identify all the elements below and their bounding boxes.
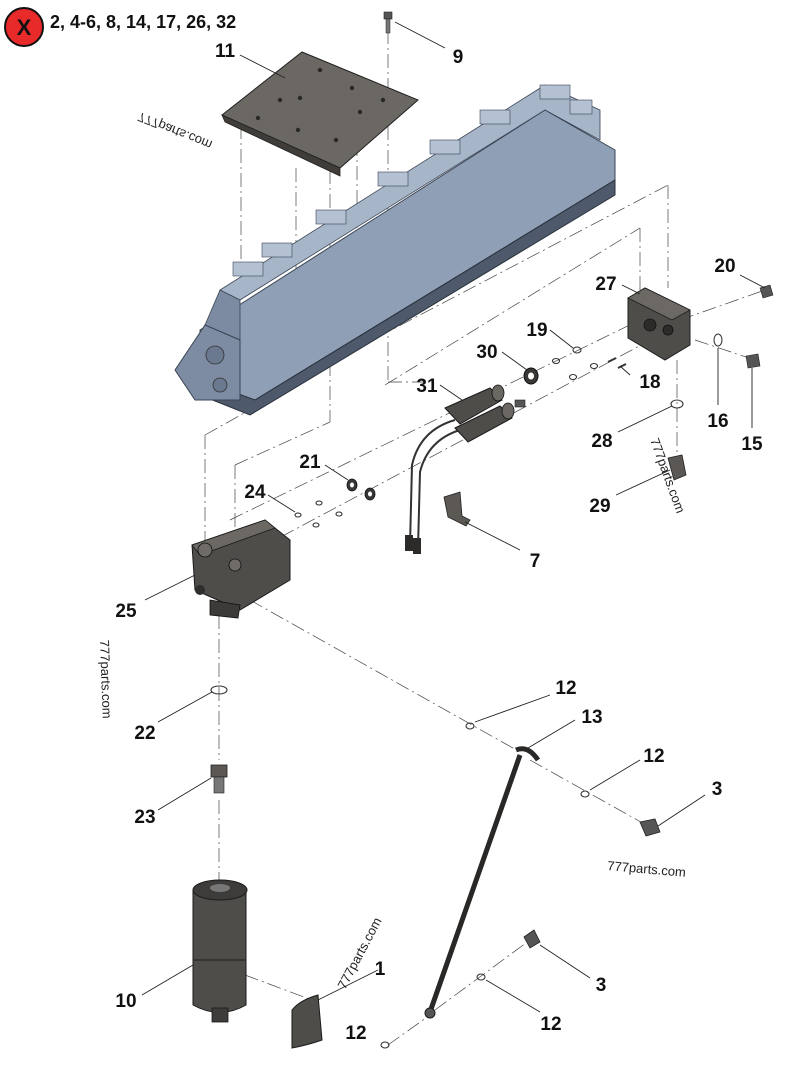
sensor-23[interactable] xyxy=(210,764,228,794)
tube-13[interactable] xyxy=(424,746,541,1019)
bracket-7[interactable] xyxy=(443,491,471,527)
watermark-2: 777parts.com xyxy=(97,640,115,719)
filter-head-25[interactable] xyxy=(191,519,291,619)
badge-symbol: X xyxy=(17,15,32,40)
callout-10: 10 xyxy=(115,991,136,1012)
callout-18: 18 xyxy=(639,372,660,393)
injector-assembly-31[interactable] xyxy=(405,384,526,554)
callout-numbers: 9 11 20 27 19 30 31 18 16 15 28 29 21 24… xyxy=(115,41,763,1044)
bolt-3-upper[interactable] xyxy=(639,818,661,837)
callout-25: 25 xyxy=(115,601,137,622)
bolt-3-lower[interactable] xyxy=(523,929,541,949)
callout-3a: 3 xyxy=(712,779,723,800)
bolt-20[interactable] xyxy=(759,284,774,299)
cover-plate-11[interactable] xyxy=(221,51,419,177)
shield-1[interactable] xyxy=(291,994,323,1049)
bolt-9[interactable] xyxy=(383,11,393,34)
callout-12a: 12 xyxy=(555,678,576,699)
washer-30[interactable] xyxy=(523,367,539,385)
callout-30: 30 xyxy=(476,342,497,363)
block-27[interactable] xyxy=(627,287,691,361)
callout-12c: 12 xyxy=(540,1014,561,1035)
callout-3b: 3 xyxy=(596,975,607,996)
o-ring-16 xyxy=(713,333,723,347)
callout-31: 31 xyxy=(416,376,438,397)
o-ring-12b xyxy=(580,790,590,798)
callout-1: 1 xyxy=(375,959,386,980)
callout-24: 24 xyxy=(244,482,266,503)
washers-21[interactable] xyxy=(346,478,376,501)
leader-lines xyxy=(141,21,766,1013)
o-ring-12a xyxy=(465,722,475,730)
not-serviced-badge: X xyxy=(4,7,44,47)
not-serviced-parts-list: 2, 4-6, 8, 14, 17, 26, 32 xyxy=(50,12,236,32)
callout-9: 9 xyxy=(453,47,464,68)
o-ring-12c xyxy=(476,973,486,981)
callout-11: 11 xyxy=(215,41,236,62)
callout-22: 22 xyxy=(134,723,155,744)
fitting-29[interactable] xyxy=(667,454,687,481)
callout-23: 23 xyxy=(134,807,155,828)
callout-16: 16 xyxy=(707,411,728,432)
plug-15[interactable] xyxy=(745,353,761,369)
callout-28: 28 xyxy=(591,431,612,452)
callout-13: 13 xyxy=(581,707,602,728)
watermark-1: 777parts.com xyxy=(136,109,215,152)
callout-7: 7 xyxy=(530,551,541,572)
callout-20: 20 xyxy=(714,256,735,277)
callout-12d: 12 xyxy=(345,1023,366,1044)
fuel-filter-10[interactable] xyxy=(192,879,248,1023)
o-ring-22 xyxy=(210,685,228,695)
o-ring-12d xyxy=(380,1041,390,1049)
watermark-4: 777parts.com xyxy=(607,858,687,880)
o-ring-28 xyxy=(670,399,684,409)
callout-15: 15 xyxy=(741,434,763,455)
callout-29: 29 xyxy=(589,496,610,517)
callout-21: 21 xyxy=(299,452,321,473)
o-ring-19a xyxy=(572,346,582,354)
o-rings xyxy=(210,333,723,1049)
callout-19: 19 xyxy=(526,320,547,341)
cylinder-head[interactable] xyxy=(174,84,616,416)
pins-18[interactable] xyxy=(607,357,627,369)
callout-12b: 12 xyxy=(643,746,664,767)
callout-27: 27 xyxy=(595,274,616,295)
